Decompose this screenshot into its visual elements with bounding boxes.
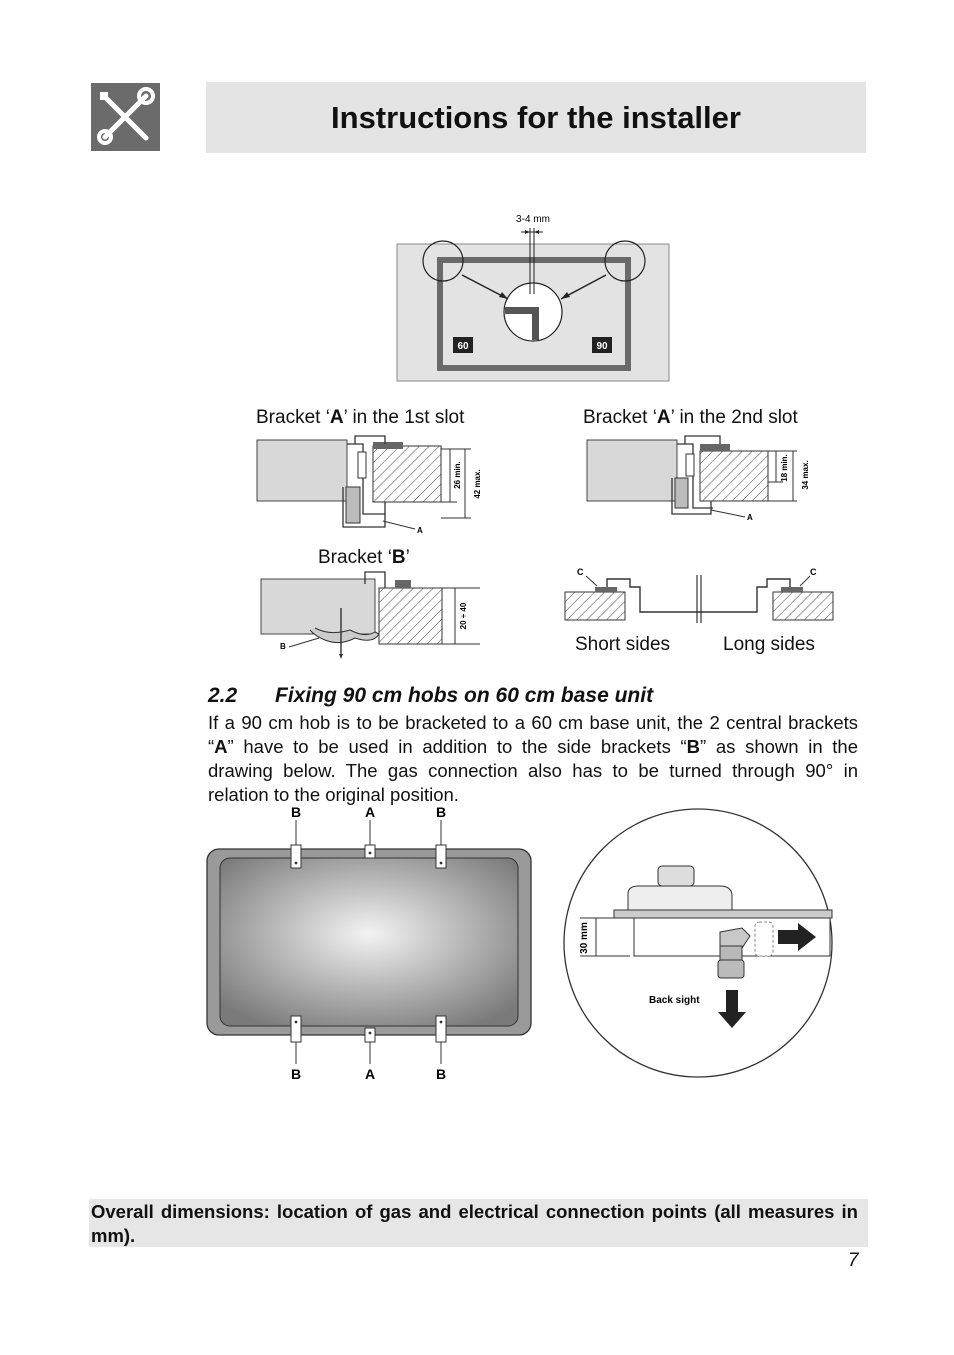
caption-bracket-a-1st-slot: Bracket ‘A’ in the 1st slot	[256, 407, 465, 428]
caption-bracket-b: Bracket ‘B’	[318, 547, 410, 568]
badge-60: 60	[457, 341, 469, 352]
dim-26-min: 26 min.	[453, 461, 462, 489]
bracket-a-2nd-slot-diagram: 18 min. 34 max. A	[586, 435, 810, 522]
hob-brackets-diagram: B A B B A B	[206, 804, 532, 1082]
dim-20-40: 20 ÷ 40	[459, 602, 468, 629]
page-title: Instructions for the installer	[331, 100, 741, 135]
badge-90: 90	[596, 341, 608, 352]
marker-c-right: C	[810, 567, 817, 577]
bracket-a-1st-slot-diagram: 26 min. 42 max. A	[256, 435, 482, 535]
top-label-b-left: B	[291, 804, 301, 820]
header-bar	[206, 82, 866, 153]
gas-connection-diagram: 30 mm Back sight	[563, 808, 833, 1078]
dim-18-min: 18 min.	[780, 454, 789, 482]
top-label-b-right: B	[436, 804, 446, 820]
back-sight-label: Back sight	[649, 995, 700, 1006]
caption-bracket-a-2nd-slot: Bracket ‘A’ in the 2nd slot	[583, 407, 798, 428]
short-long-sides-diagram: C C	[564, 567, 834, 623]
dim-34-max: 34 max.	[801, 460, 810, 489]
wrench-screwdriver-icon	[91, 83, 160, 151]
footer-heading: Overall dimensions: location of gas and …	[91, 1201, 858, 1246]
section-paragraph: If a 90 cm hob is to be bracketed to a 6…	[208, 712, 858, 805]
hob-outline-diagram: 3-4 mm 60 90	[396, 214, 670, 382]
marker-b: B	[280, 642, 286, 651]
marker-c-left: C	[577, 567, 584, 577]
bottom-label-b-left: B	[291, 1066, 301, 1082]
top-label-a: A	[365, 804, 375, 820]
caption-short-sides: Short sides	[575, 634, 671, 655]
marker-a-1: A	[417, 526, 423, 535]
page-number: 7	[848, 1250, 859, 1271]
marker-a-2: A	[747, 513, 753, 522]
bracket-b-diagram: 20 ÷ 40 B	[260, 571, 480, 659]
footer-bar	[89, 1199, 868, 1247]
dim-30-mm: 30 mm	[579, 922, 590, 954]
caption-long-sides: Long sides	[723, 634, 815, 655]
gap-label: 3-4 mm	[516, 214, 550, 225]
bottom-label-a: A	[365, 1066, 375, 1082]
bottom-label-b-right: B	[436, 1066, 446, 1082]
dim-42-max: 42 max.	[473, 469, 482, 498]
